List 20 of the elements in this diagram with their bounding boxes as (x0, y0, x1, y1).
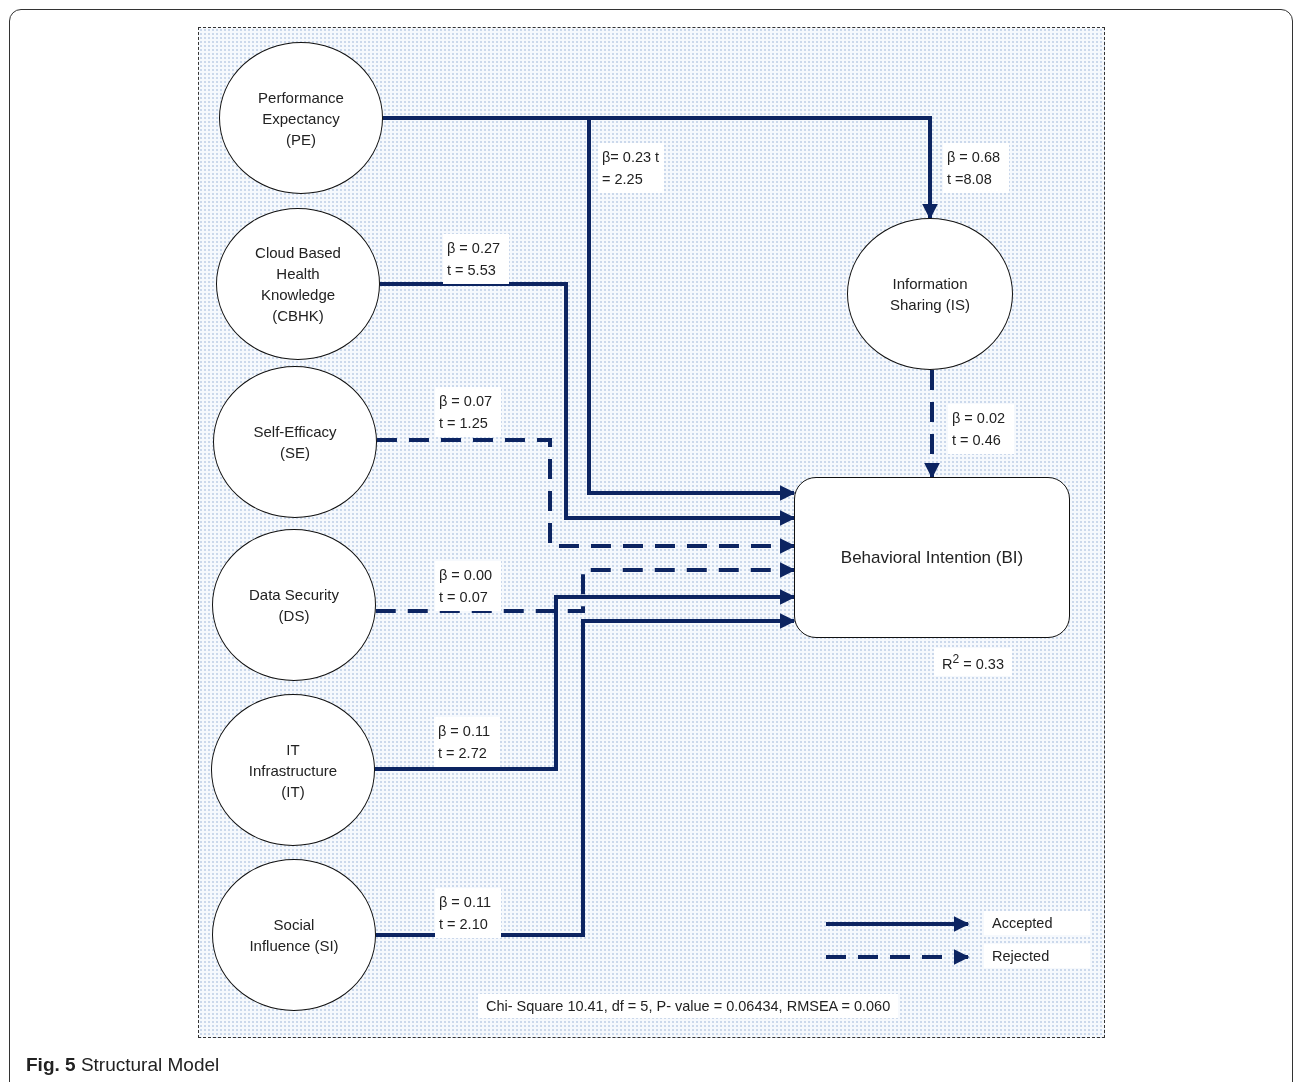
edge-label: β = 0.11 t = 2.72 (434, 717, 500, 767)
dashed-path-arrow (376, 438, 796, 554)
dashed-path-arrow (924, 370, 940, 479)
dashed-path-arrow (375, 562, 796, 613)
fit-statistics-note: Chi- Square 10.41, df = 5, P- value = 0.06434, RMSEA = 0.060 (478, 994, 899, 1018)
construct-box: Behavioral Intention (BI) (794, 477, 1070, 638)
path-arrow (376, 613, 796, 937)
edge-label: β = 0.27 t = 5.53 (443, 234, 509, 284)
figure-caption: Fig. 5 Structural Model (26, 1054, 220, 1076)
legend-label: Rejected (984, 944, 1090, 968)
edge-label: β = 0.11 t = 2.10 (435, 888, 501, 938)
path-arrow (380, 282, 796, 526)
edge-label: β= 0.23 t = 2.25 (598, 143, 664, 193)
r-squared-note: R$^{2}$ = 0.33 (934, 648, 1012, 676)
legend-label: Accepted (984, 911, 1090, 935)
edge-label: β = 0.02 t = 0.46 (948, 404, 1014, 454)
path-arrow (375, 589, 796, 771)
edge-label: β = 0.68 t =8.08 (943, 143, 1009, 193)
edge-label: β = 0.00 t = 0.07 (435, 561, 501, 611)
edge-label: β = 0.07 t = 1.25 (435, 387, 501, 437)
